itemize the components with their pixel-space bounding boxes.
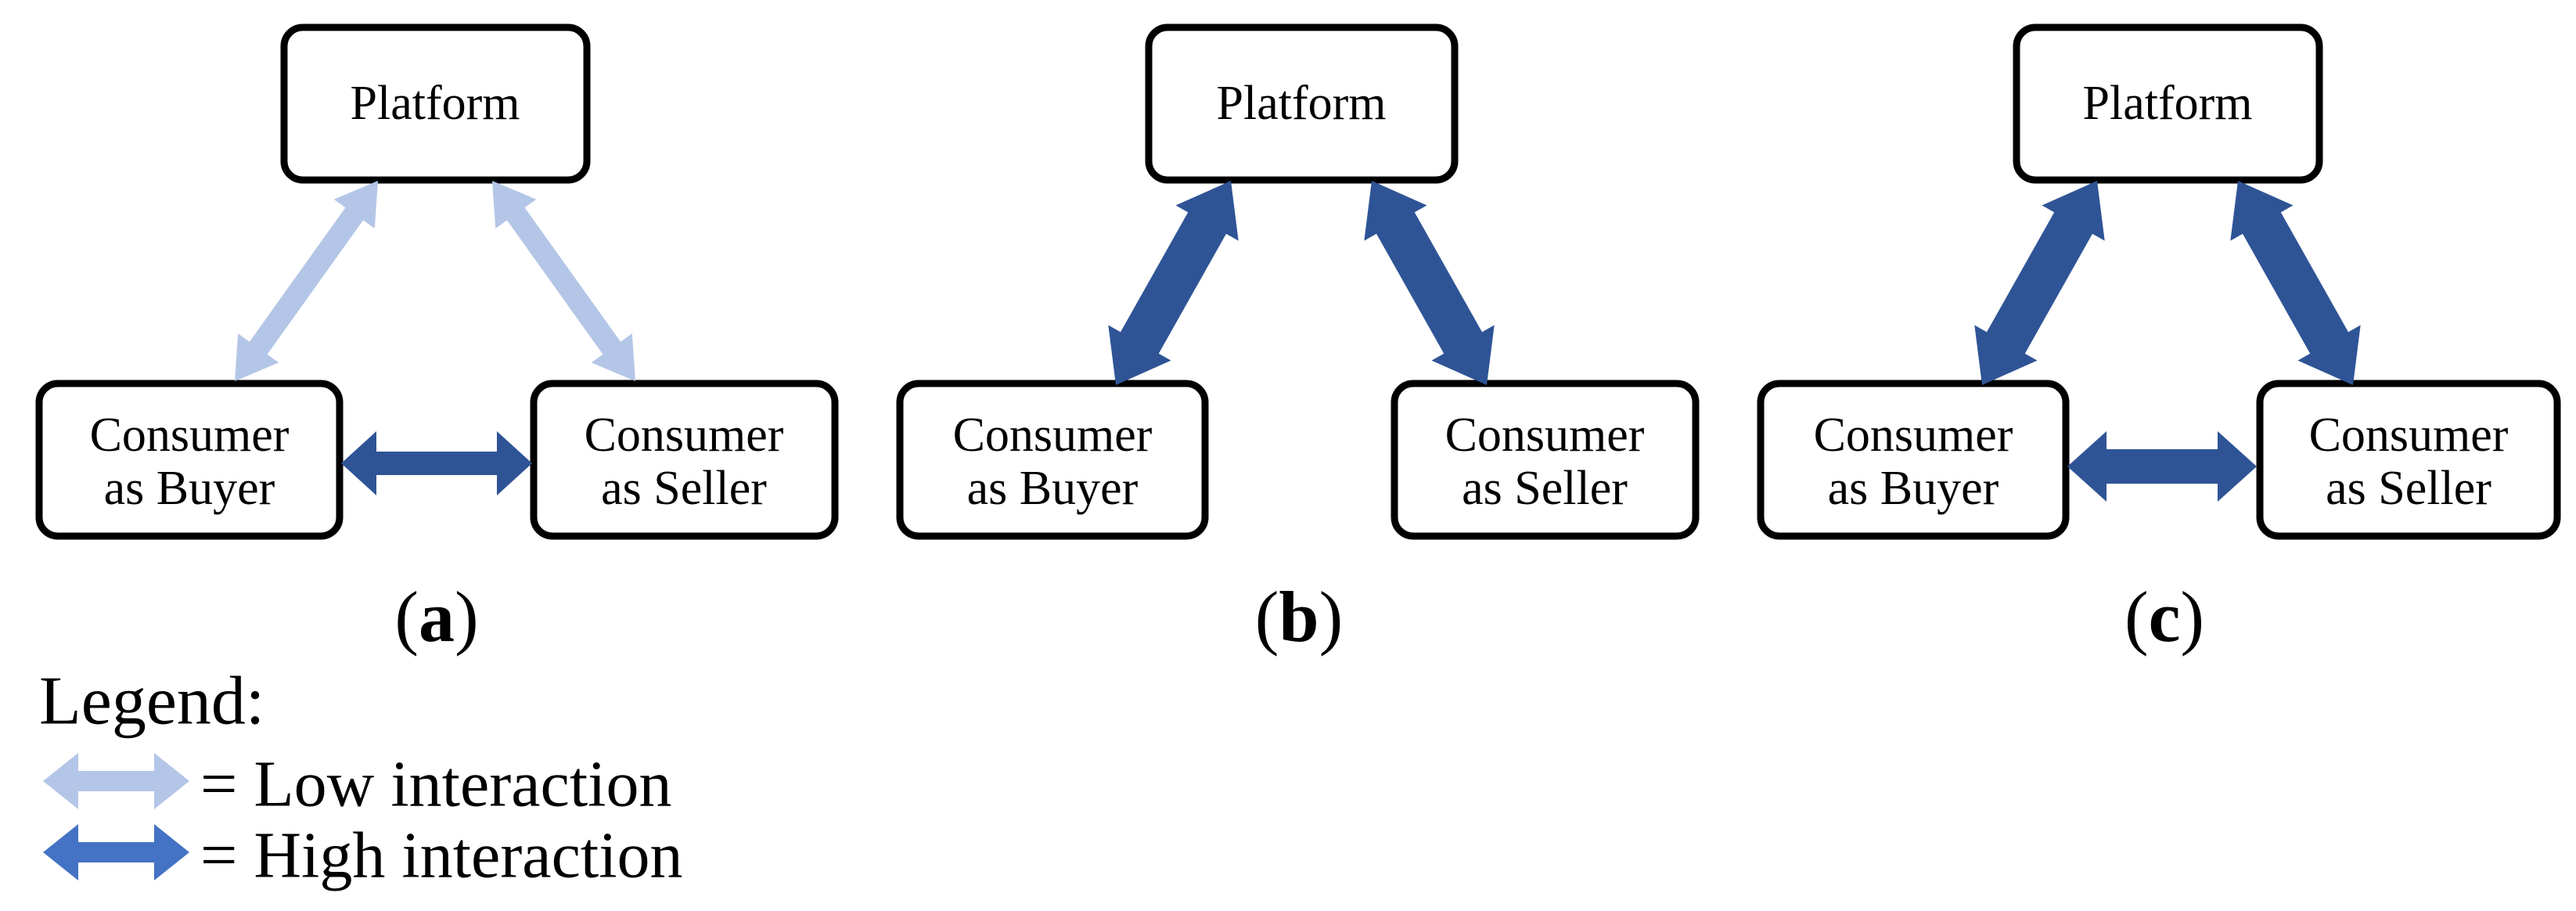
seller-label-line2-a: as Seller bbox=[601, 462, 767, 515]
panel-caption-c: (c) bbox=[2124, 577, 2204, 657]
legend-low-interaction-arrow-icon bbox=[43, 753, 189, 809]
low-interaction-arrow-platform-seller-a bbox=[492, 181, 635, 381]
legend: Legend: = Low interaction = High interac… bbox=[39, 664, 683, 892]
seller-label-line1-a: Consumer bbox=[585, 409, 784, 462]
consumer-as-buyer-box-a bbox=[35, 380, 344, 540]
buyer-label-line2-b: as Buyer bbox=[967, 462, 1139, 515]
platform-box-a bbox=[280, 23, 591, 184]
consumer-as-seller-box-c bbox=[2256, 380, 2561, 540]
panel-b: Platform Consumer as Buyer Consumer as S… bbox=[896, 23, 1700, 657]
high-interaction-arrow-platform-seller-c bbox=[2230, 181, 2361, 385]
platform-label-c: Platform bbox=[2083, 77, 2253, 130]
seller-label-line1-c: Consumer bbox=[2309, 409, 2509, 462]
consumer-as-buyer-box-b bbox=[896, 380, 1209, 540]
panel-a: Platform Consumer as Buyer Consumer as S… bbox=[35, 23, 839, 657]
high-interaction-arrow-platform-seller-b bbox=[1364, 181, 1495, 385]
platform-box-c bbox=[2013, 23, 2323, 184]
panel-caption-b: (b) bbox=[1255, 577, 1343, 657]
legend-high-interaction-arrow-icon bbox=[43, 824, 189, 880]
panel-caption-a: (a) bbox=[394, 577, 478, 657]
platform-box-b bbox=[1145, 23, 1459, 184]
legend-low-interaction-label: = Low interaction bbox=[200, 748, 672, 821]
consumer-as-buyer-box-c bbox=[1757, 380, 2070, 540]
consumer-as-seller-box-b bbox=[1391, 380, 1700, 540]
buyer-label-line1-c: Consumer bbox=[1814, 409, 2013, 462]
platform-label-a: Platform bbox=[351, 77, 520, 130]
high-interaction-arrow-buyer-seller-c bbox=[2067, 431, 2257, 502]
seller-label-line2-b: as Seller bbox=[1462, 462, 1628, 515]
buyer-label-line2-a: as Buyer bbox=[104, 462, 275, 515]
seller-label-line2-c: as Seller bbox=[2326, 462, 2491, 515]
low-interaction-arrow-platform-buyer-a bbox=[235, 181, 378, 381]
platform-label-b: Platform bbox=[1217, 77, 1387, 130]
buyer-label-line1-b: Consumer bbox=[953, 409, 1153, 462]
high-interaction-arrow-buyer-seller-a bbox=[341, 431, 532, 495]
seller-label-line1-b: Consumer bbox=[1445, 409, 1645, 462]
buyer-label-line2-c: as Buyer bbox=[1828, 462, 1999, 515]
panel-c: Platform Consumer as Buyer Consumer as S… bbox=[1757, 23, 2561, 657]
buyer-label-line1-a: Consumer bbox=[90, 409, 290, 462]
consumer-as-seller-box-a bbox=[530, 380, 839, 540]
legend-title: Legend: bbox=[39, 664, 264, 740]
high-interaction-arrow-platform-buyer-b bbox=[1108, 181, 1239, 385]
high-interaction-arrow-platform-buyer-c bbox=[1974, 181, 2105, 385]
legend-high-interaction-label: = High interaction bbox=[200, 819, 683, 892]
